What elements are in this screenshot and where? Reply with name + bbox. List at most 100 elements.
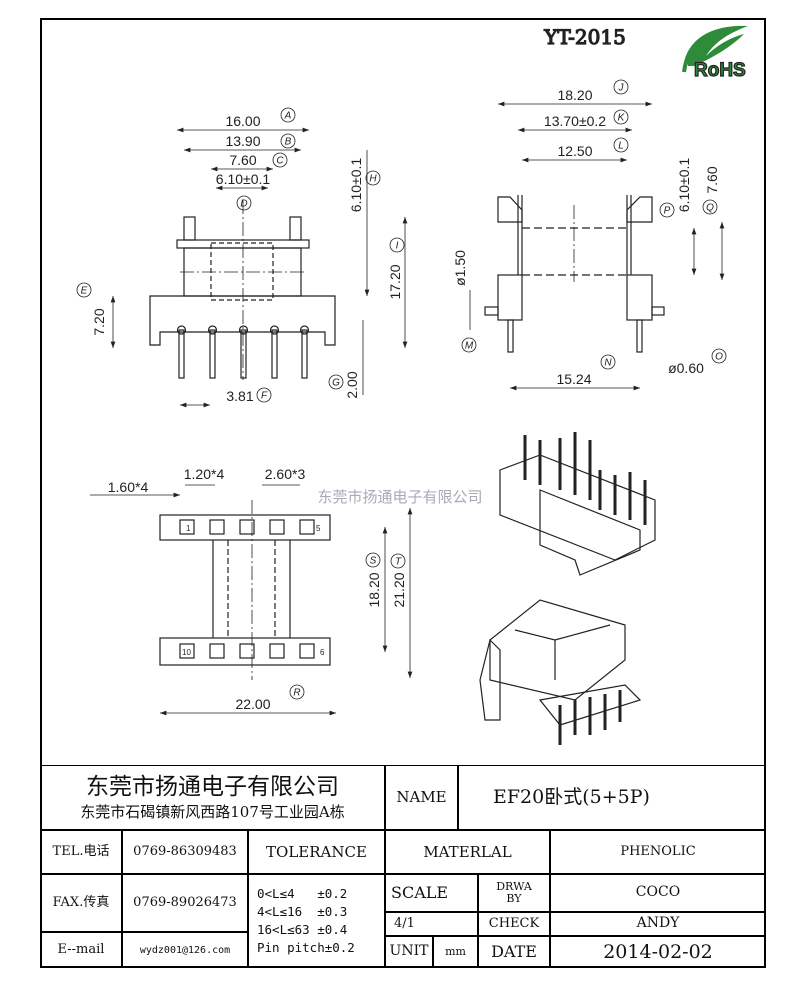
pin-number: 6 <box>320 648 325 657</box>
reference-letter-N: N <box>604 358 612 369</box>
dim-P: 6.10±0.1 <box>676 158 692 213</box>
reference-circle-D <box>236 195 252 211</box>
rohs-logo: RoHS <box>682 25 748 82</box>
fax-value: 0769-89026473 <box>122 874 248 932</box>
dim-B: 13.90 <box>225 133 260 149</box>
dim-Q: 7.60 <box>704 166 720 193</box>
bottom-view: 1.60*4 1.20*4 2.60*3 18.20 21.20 22.00 1… <box>90 466 483 716</box>
pin-number: 10 <box>182 648 191 657</box>
reference-letter-I: I <box>396 241 399 252</box>
reference-circle-J <box>613 79 629 95</box>
reference-circle-M <box>461 337 477 353</box>
reference-circle-B <box>280 133 296 149</box>
tel-value: 0769-86309483 <box>122 830 248 874</box>
check-label: CHECK <box>478 912 550 936</box>
tolerance-row: Pin pitch±0.2 <box>257 940 355 956</box>
reference-letter-H: H <box>369 174 377 185</box>
reference-letter-P: P <box>664 206 671 217</box>
email-value: wydz001@126.com <box>122 932 248 968</box>
reference-circle-N <box>600 354 616 370</box>
reference-letter-D: D <box>240 199 247 210</box>
pin-number: 5 <box>316 524 321 533</box>
reference-circle-H <box>365 170 381 186</box>
reference-circle-T <box>390 553 406 569</box>
reference-letter-E: E <box>81 286 88 297</box>
dim-F: 3.81 <box>226 388 253 404</box>
dim-I: 17.20 <box>387 264 403 299</box>
tolerance-row: 0<L≤4 ±0.2 <box>257 885 348 901</box>
dim-pitch: 2.60*3 <box>265 466 306 482</box>
reference-circle-O <box>711 348 727 364</box>
drawn-label: DRWA BY <box>478 874 550 912</box>
dim-S: 18.20 <box>366 572 382 607</box>
tolerance-row: 4<L≤16 ±0.3 <box>257 903 348 919</box>
dim-K: 13.70±0.2 <box>544 113 606 129</box>
reference-circle-E <box>76 282 92 298</box>
dim-E: 7.20 <box>91 308 107 335</box>
reference-letter-L: L <box>618 141 624 152</box>
unit-label: UNIT <box>385 936 433 968</box>
dim-T: 21.20 <box>391 572 407 607</box>
pin-number: 1 <box>186 524 191 533</box>
dim-pin-width: 1.60*4 <box>108 479 149 495</box>
reference-letter-C: C <box>276 156 284 167</box>
reference-letter-T: T <box>395 557 402 568</box>
company-cell: 东莞市扬通电子有限公司 东莞市石碣镇新风西路107号工业园A栋 <box>40 765 385 830</box>
fax-label: FAX.传真 <box>40 874 122 932</box>
reference-letter-A: A <box>284 111 292 122</box>
front-pins <box>176 325 310 379</box>
reference-letter-B: B <box>285 137 292 148</box>
unit-value: mm <box>433 936 478 968</box>
isometric-view-top <box>499 432 656 576</box>
email-label: E--mail <box>40 932 122 968</box>
reference-letter-K: K <box>618 113 626 124</box>
tel-label: TEL.电话 <box>40 830 122 874</box>
company-address: 东莞市石碣镇新风西路107号工业园A栋 <box>80 802 345 821</box>
reference-circle-G <box>328 374 344 390</box>
dim-D: 6.10±0.1 <box>216 171 271 187</box>
reference-letter-S: S <box>370 556 377 567</box>
dim-L: 12.50 <box>557 143 592 159</box>
company-name: 东莞市扬通电子有限公司 <box>86 773 339 800</box>
dim-J: 18.20 <box>557 87 592 103</box>
reference-letter-R: R <box>293 688 300 699</box>
scale-label: SCALE <box>385 874 478 912</box>
reference-circle-C <box>272 152 288 168</box>
reference-letter-J: J <box>618 83 625 94</box>
technical-drawing: YT-2015 RoHS 16.00 13.90 7.60 6.10± <box>76 24 748 745</box>
reference-circle-S <box>365 552 381 568</box>
check-value: ANDY <box>550 912 766 936</box>
dim-R: 22.00 <box>235 696 270 712</box>
reference-circle-I <box>389 237 405 253</box>
side-view: 18.20 13.70±0.2 12.50 6.10±0.1 7.60 ø1.5… <box>452 87 725 391</box>
dim-G: 2.00 <box>344 371 360 398</box>
reference-circle-R <box>289 684 305 700</box>
material-value: PHENOLIC <box>550 830 766 874</box>
reference-circle-P <box>659 202 675 218</box>
reference-circle-K <box>613 109 629 125</box>
reference-letter-O: O <box>715 352 723 363</box>
reference-circle-F <box>256 387 272 403</box>
watermark: 东莞市扬通电子有限公司 <box>317 489 482 506</box>
reference-circle-L <box>613 137 629 153</box>
dim-N: 15.24 <box>556 371 591 387</box>
dim-M: ø1.50 <box>452 250 468 286</box>
front-view: 16.00 13.90 7.60 6.10±0.1 6.10±0.1 17.20… <box>91 113 408 408</box>
reference-letter-G: G <box>332 378 340 389</box>
tolerance-values: 0<L≤4 ±0.2 4<L≤16 ±0.3 16<L≤63 ±0.4 Pin … <box>248 874 385 968</box>
reference-circle-A <box>280 107 296 123</box>
reference-circle-Q <box>702 199 718 215</box>
reference-letter-F: F <box>261 391 268 402</box>
date-value: 2014-02-02 <box>550 936 766 968</box>
dim-O: ø0.60 <box>668 360 704 376</box>
dim-C: 7.60 <box>229 152 256 168</box>
material-label: MATERLAL <box>385 830 550 874</box>
dim-H: 6.10±0.1 <box>348 158 364 213</box>
part-code: YT-2015 <box>543 25 626 49</box>
date-label: DATE <box>478 936 550 968</box>
svg-text:RoHS: RoHS <box>694 60 746 81</box>
name-label: NAME <box>385 765 458 830</box>
tolerance-row: 16<L≤63 ±0.4 <box>257 922 348 937</box>
dim-slot: 1.20*4 <box>184 466 225 482</box>
dim-A: 16.00 <box>225 113 260 129</box>
